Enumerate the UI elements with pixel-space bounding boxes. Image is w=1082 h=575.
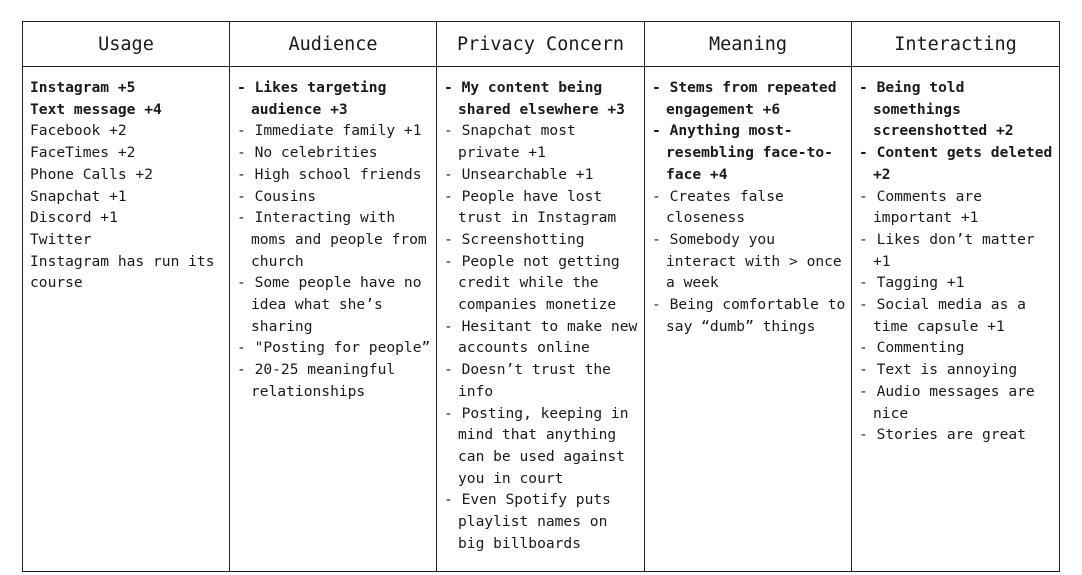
body-row: Instagram +5 Text message +4 Facebook +2 Fa… [22, 66, 1060, 572]
list-item: - Even Spotify puts playlist names on bi… [444, 491, 611, 552]
list-item: - My content being shared elsewhere +3 [444, 79, 625, 118]
list-item: - Anything most-resembling face-to-face … [652, 122, 833, 183]
header-interacting: Interacting [851, 21, 1060, 67]
list-item: Phone Calls +2 [30, 165, 154, 183]
list-item: - Somebody you interact with > once a we… [652, 230, 842, 292]
list-item: - Commenting [859, 339, 965, 357]
list-item: Discord +1 [30, 209, 118, 227]
list-item: - Creates false closeness [652, 187, 784, 227]
list-item: - Audio messages are nice [859, 382, 1035, 422]
column-usage: Instagram +5 Text message +4 Facebook +2 Fa… [22, 66, 230, 572]
list-item: Instagram has run its course [30, 252, 215, 292]
list-item: - Snapchat most private +1 [444, 122, 576, 162]
list-item: - Text is annoying [859, 361, 1018, 379]
list-item: - Interacting with moms and people from … [237, 209, 427, 270]
list-item: Instagram +5 [30, 79, 136, 96]
list-item: - "Posting for people” [237, 339, 431, 357]
list-item: - No celebrities [237, 144, 378, 162]
list-item: - Content gets deleted +2 [859, 144, 1053, 183]
list-item: FaceTimes +2 [30, 144, 136, 162]
list-item: - Likes don’t matter +1 [859, 230, 1035, 270]
list-item: - Tagging +1 [859, 274, 965, 292]
list-item: - Doesn’t trust the info [444, 361, 611, 400]
list-item: Text message +4 [30, 100, 162, 118]
list-item: - Posting, keeping in mind that anything… [444, 404, 629, 487]
coding-table: Usage Audience Privacy Concern Meaning I… [22, 21, 1060, 572]
list-item: - Some people have no idea what she’s sh… [237, 274, 422, 335]
header-meaning: Meaning [644, 21, 852, 67]
header-privacy-concern: Privacy Concern [436, 21, 645, 67]
list-item: - Immediate family +1 [237, 122, 422, 140]
list-item: - High school friends [237, 165, 422, 183]
list-item: - Screenshotting [444, 230, 585, 248]
list-item: Facebook +2 [30, 122, 127, 140]
list-item: - Social media as a time capsule +1 [859, 296, 1026, 335]
list-item: - Unsearchable +1 [444, 165, 594, 183]
column-privacy-concern: - My content being shared elsewhere +3 - … [436, 66, 645, 572]
column-meaning: - Stems from repeated engagement +6 - Any… [644, 66, 852, 572]
list-item: - Cousins [237, 187, 317, 205]
list-item: - Comments are important +1 [859, 187, 983, 227]
column-interacting: - Being told somethings screenshotted +2… [851, 66, 1060, 572]
list-item: - Likes targeting audience +3 [237, 79, 387, 118]
list-item: - Being comfortable to say “dumb” things [652, 296, 846, 335]
list-item: Snapchat +1 [30, 187, 127, 205]
list-item: - People have lost trust in Instagram [444, 187, 617, 227]
column-audience: - Likes targeting audience +3 - Immediate… [229, 66, 437, 572]
list-item: - Stems from repeated engagement +6 [652, 79, 837, 118]
header-row: Usage Audience Privacy Concern Meaning I… [22, 21, 1060, 67]
list-item: - Stories are great [859, 426, 1026, 444]
header-usage: Usage [22, 21, 230, 67]
list-item: Twitter [30, 230, 92, 248]
list-item: - People not getting credit while the co… [444, 252, 620, 314]
list-item: - 20-25 meaningful relationships [237, 361, 396, 400]
list-item: - Being told somethings screenshotted +2 [859, 79, 1014, 140]
list-item: - Hesitant to make new accounts online [444, 317, 638, 357]
header-audience: Audience [229, 21, 437, 67]
